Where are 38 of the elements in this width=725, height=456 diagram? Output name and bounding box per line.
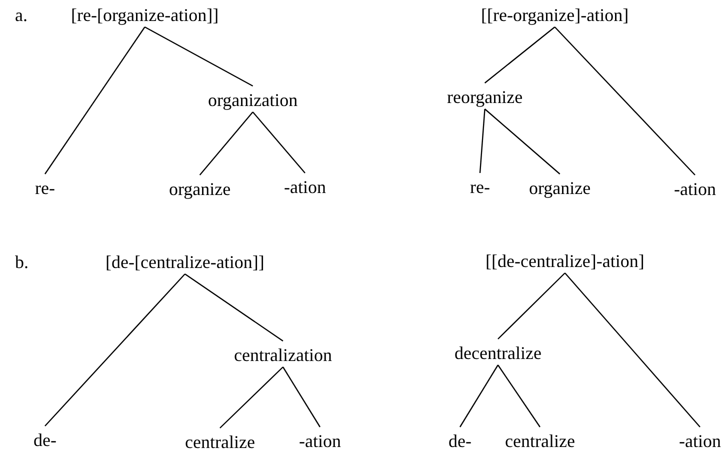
tree-branch-line <box>44 26 146 174</box>
example-label: a. <box>15 5 28 25</box>
tree-node-label: [[re-organize]-ation] <box>481 5 629 25</box>
tree-branch-line <box>199 112 254 176</box>
tree-node-label: organize <box>169 179 231 199</box>
tree-branch-line <box>44 274 186 426</box>
tree-node-label: de- <box>448 431 472 451</box>
tree-node-label: centralization <box>234 345 332 365</box>
tree-node-label: -ation <box>679 431 721 451</box>
tree-node-label: organize <box>529 178 591 198</box>
tree-branch-line <box>220 366 284 428</box>
tree-branch-line <box>479 108 486 174</box>
tree-branch-line <box>184 274 284 342</box>
tree-branch-line <box>484 26 556 84</box>
tree-node-label: -ation <box>674 179 716 199</box>
tree-node-label: [[de-centralize]-ation] <box>486 251 644 271</box>
tree-node-label: de- <box>34 430 56 450</box>
tree-branch-line <box>554 26 696 176</box>
tree-node-label: reorganize <box>447 87 523 107</box>
tree-branch-line <box>484 108 560 174</box>
tree-node-label: centralize <box>185 432 255 452</box>
tree-node-label: -ation <box>299 431 341 451</box>
tree-node-label: re- <box>470 177 490 197</box>
tree-node-label: -ation <box>284 177 326 197</box>
tree-node-label: [de-[centralize-ation]] <box>106 252 264 272</box>
tree-branch-line <box>564 272 700 428</box>
tree-node-label: [re-[organize-ation]] <box>71 5 219 25</box>
tree-node-label: centralize <box>505 431 575 451</box>
tree-node-label: organization <box>208 90 298 110</box>
tree-node-label: decentralize <box>454 343 542 363</box>
tree-branch-line <box>497 364 540 428</box>
tree-branch-line <box>498 272 566 340</box>
tree-node-label: re- <box>35 178 55 198</box>
tree-branch-line <box>282 366 321 428</box>
tree-branch-line <box>459 364 498 428</box>
example-label: b. <box>15 252 28 272</box>
tree-branch-line <box>144 26 254 87</box>
tree-branch-line <box>252 112 306 174</box>
